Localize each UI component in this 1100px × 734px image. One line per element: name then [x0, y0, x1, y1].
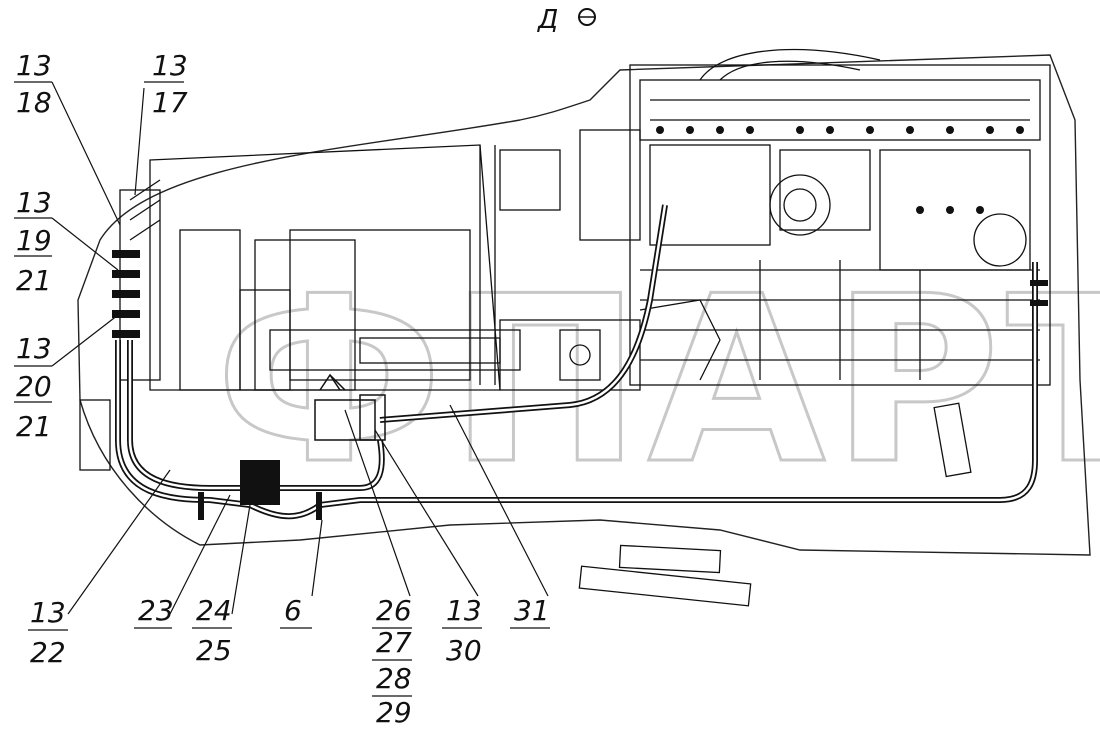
callout-num: 6 [284, 594, 302, 627]
leader-lines [51, 81, 549, 615]
callout-num: 17 [152, 86, 188, 119]
fuel-pipe-loop [115, 204, 1038, 520]
callout-num: 30 [446, 634, 482, 667]
callout-num: 18 [16, 86, 52, 119]
watermark-text: ФПАРТ [215, 248, 1100, 515]
watermark: ФПАРТ [214, 247, 1100, 517]
callout-num: 23 [138, 594, 174, 627]
callout-13-20-21: 13 20 21 [14, 332, 52, 443]
callout-31: 31 [510, 594, 550, 629]
callouts: 13 18 13 17 13 19 21 13 20 21 13 [14, 49, 550, 729]
bell-housing [79, 179, 291, 471]
filter-unit [314, 373, 386, 441]
callout-13-30: 13 30 [442, 594, 482, 667]
callout-num: 26 [376, 594, 412, 627]
callout-26-29: 26 27 28 29 [372, 594, 412, 729]
callout-num: 31 [514, 594, 550, 627]
transmission [149, 144, 721, 391]
callout-num: 13 [446, 594, 482, 627]
callout-num: 21 [16, 410, 52, 443]
callout-num: 13 [16, 49, 52, 82]
callout-num: 21 [16, 264, 52, 297]
callout-13-18: 13 18 [14, 49, 52, 119]
frame-blocks [578, 402, 972, 607]
callout-13-17: 13 17 [144, 49, 188, 119]
callout-num: 27 [376, 626, 412, 659]
callout-num: 24 [196, 594, 232, 627]
callout-23: 23 [134, 594, 174, 629]
view-label-text: Д [537, 5, 558, 35]
callout-num: 28 [376, 662, 412, 695]
callout-num: 13 [16, 332, 52, 365]
callout-13-22: 13 22 [28, 596, 68, 669]
callout-13-19-21: 13 19 21 [14, 186, 52, 297]
callout-num: 25 [196, 634, 232, 667]
drawing-outline [77, 54, 1091, 556]
callout-num: 20 [16, 370, 52, 403]
callout-num: 22 [30, 636, 66, 669]
callout-num: 13 [30, 596, 66, 629]
callout-24-25: 24 25 [192, 594, 232, 667]
pipe-clamps [198, 280, 1048, 520]
callout-num: 19 [16, 224, 52, 257]
callout-num: 29 [376, 696, 412, 729]
left-fittings [112, 250, 140, 338]
callout-num: 13 [16, 186, 52, 219]
callout-6: 6 [280, 594, 312, 629]
callout-num: 13 [152, 49, 188, 82]
engine-bolts [656, 126, 1024, 214]
engine-block [499, 48, 1051, 386]
view-label: Д [537, 5, 596, 35]
